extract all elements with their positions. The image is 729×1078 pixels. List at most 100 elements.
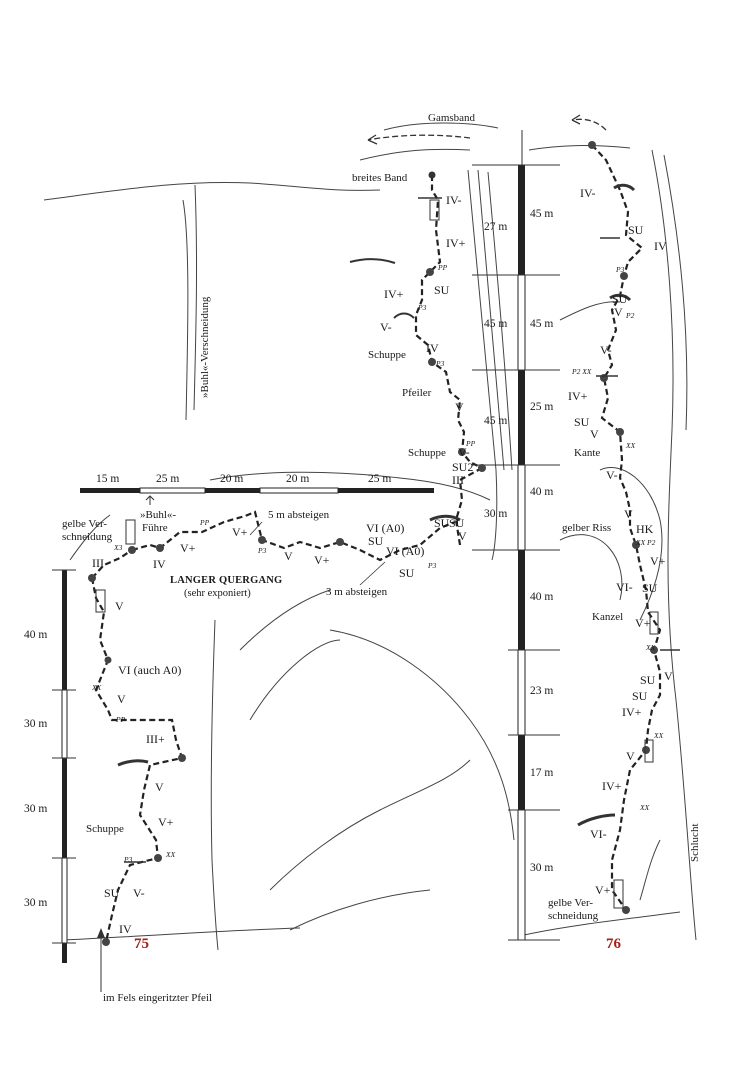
label-buhl-fuehre-2: Führe [142,522,168,534]
rock-symbols [95,183,680,909]
grade: IV [153,557,166,571]
grade: V [458,529,467,543]
scale-right-seg-4 [517,809,526,941]
belay-point [632,541,640,549]
belay-point [428,171,436,179]
label-pfeiler: Pfeiler [402,387,432,399]
route-lines [90,144,662,943]
grade: III+ [146,732,165,746]
scale-mid-seg-3 [518,370,525,465]
distance-right-1: 45 m [530,208,553,220]
scale-left-seg-1 [62,570,67,690]
distance-top-3: 20 m [220,473,243,485]
scale-top-seg-2 [139,487,206,494]
distance-right-5: 40 m [530,591,553,603]
belay-point [620,272,628,280]
grade: V+ [595,883,611,897]
buhl-route-arrow-icon [145,495,155,505]
svg-text:P3: P3 [615,265,625,274]
label-gelbe-verschneidung-left-2: schneidung [62,531,113,543]
grade: IV- [580,186,596,200]
scale-right-seg-1 [518,550,525,650]
grade: III [92,556,104,570]
overhang-symbol [429,514,461,522]
distance-mid-2: 45 m [484,318,507,330]
grades-upper-route: IV- IV+ IV+ SU V- IV V V- SU2 III SU SU … [380,193,473,543]
distance-right-7: 17 m [530,767,553,779]
grade: IV+ [622,705,642,719]
grade: VI- [616,580,633,594]
grade: IV- [446,193,462,207]
exit-arrow-right [571,118,607,131]
grade: V [614,305,623,319]
grade: V+ [635,616,651,630]
label-buhl-fuehre-1: »Buhl«- [140,509,176,521]
scale-bars [52,130,560,963]
scale-top-seg-1 [80,488,140,493]
svg-text:P3: P3 [417,303,427,312]
grade: VI (auch A0) [118,663,181,677]
scale-mid-seg-4 [517,464,526,551]
grade: IV+ [568,389,588,403]
svg-text:XX: XX [165,850,176,859]
svg-text:P3: P3 [123,855,133,864]
grade: V+ [314,553,330,567]
belay-point [128,546,136,554]
protection-marks: PP P3 P3 PP X3 PP P3 P3 XX PP P3 XX P3 P… [91,263,664,864]
svg-text:PP: PP [465,439,476,448]
label-gelbe-verschneidung-left-1: gelbe Ver- [62,518,107,530]
grades-left-route: V VI (auch A0) V III+ V V+ V- SU IV [104,599,181,936]
scale-top-seg-3 [205,488,260,493]
route-line-upper [414,175,483,469]
grade: SU2 [452,460,473,474]
overhang-symbol [609,293,632,302]
distance-right-2: 45 m [530,318,553,330]
svg-text:X3: X3 [113,543,123,552]
grade: IV [119,922,132,936]
route-number-76: 76 [606,936,622,952]
label-absteigen-3m: 3 m absteigen [326,586,388,598]
label-gelbe-verschneidung-right-1: gelbe Ver- [548,897,593,909]
arrows [97,114,607,992]
distance-right-4: 40 m [530,486,553,498]
grade: V [117,692,126,706]
grade: V [455,400,464,414]
distance-right-6: 23 m [530,685,553,697]
svg-text:XX: XX [639,803,650,812]
distance-mid-4: 30 m [484,508,507,520]
scale-left-seg-4 [61,857,68,944]
scale-right-seg-3 [518,735,525,810]
label-schuppe-lower: Schuppe [408,447,446,459]
belay-point [650,646,658,654]
svg-text:P2 XX: P2 XX [571,367,592,376]
route-line-right [591,144,662,911]
belay-point [588,141,596,149]
svg-text:XX: XX [625,441,636,450]
grade: V+ [180,541,196,555]
distance-left-2: 30 m [24,718,47,730]
belay-point [478,464,486,472]
distance-left-1: 40 m [24,629,47,641]
svg-text:P3: P3 [435,359,445,368]
label-sehr-exponiert: (sehr exponiert) [184,588,251,599]
grade: SU [434,516,450,530]
label-schuppe-upper: Schuppe [368,349,406,361]
svg-text:PP: PP [115,715,126,724]
scale-mid-seg-1 [518,165,525,275]
label-schuppe-left: Schuppe [86,823,124,835]
belay-point [178,754,186,762]
label-kanzel: Kanzel [592,611,623,623]
overhang-symbol [577,813,616,827]
grade: VI (A0) [366,521,404,535]
belay-point [102,938,110,946]
distance-top-5: 25 m [368,473,391,485]
label-absteigen-5m: 5 m absteigen [268,509,330,521]
distance-left-4: 30 m [24,897,47,909]
distance-top-1: 15 m [96,473,119,485]
belay-point [88,574,96,582]
distance-top-2: 25 m [156,473,179,485]
scale-mid-seg-2 [517,274,526,371]
flake-symbol [95,589,106,613]
route-line-left [91,549,133,579]
